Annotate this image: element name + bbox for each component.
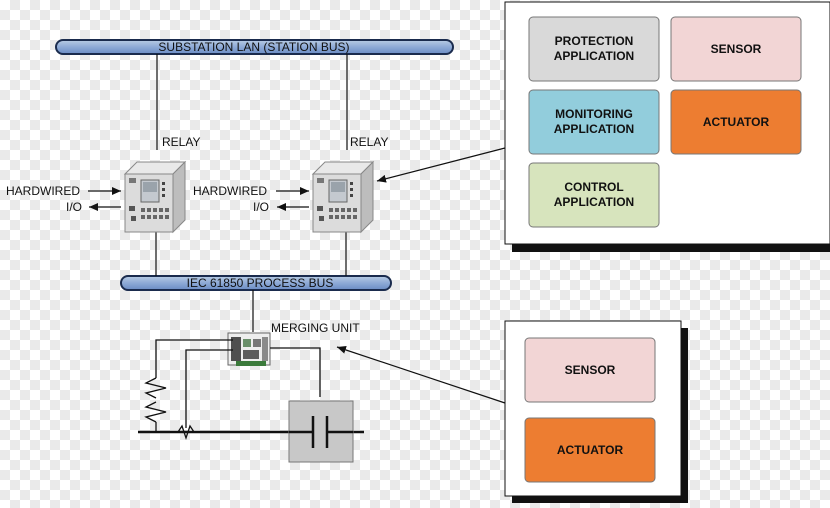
svg-text:SENSOR: SENSOR [565, 363, 616, 377]
relay-2-io-label: I/O [253, 200, 269, 214]
relay-1: RELAY HARDWIRED I/O [6, 135, 200, 233]
process-bus-label: IEC 61850 PROCESS BUS [187, 276, 334, 290]
merging-unit: MERGING UNIT [227, 321, 360, 366]
svg-text:ACTUATOR: ACTUATOR [703, 115, 770, 129]
relay-1-hardwired-label: HARDWIRED [6, 184, 80, 198]
actuator-box-upper: ACTUATOR [670, 89, 802, 155]
relay-1-device-icon [124, 161, 186, 233]
svg-text:ACTUATOR: ACTUATOR [557, 443, 624, 457]
ct-coil [177, 424, 195, 441]
svg-text:APPLICATION: APPLICATION [554, 195, 634, 209]
svg-text:PROTECTION: PROTECTION [555, 34, 634, 48]
svg-text:MONITORING: MONITORING [555, 107, 633, 121]
relay-1-label: RELAY [162, 135, 200, 149]
primary-line [138, 400, 364, 463]
station-bus: SUBSTATION LAN (STATION BUS) [55, 39, 454, 55]
bus-connectors [155, 54, 348, 332]
relay-2: RELAY HARDWIRED I/O [193, 135, 388, 233]
merging-unit-callout-arrow [336, 346, 506, 404]
merging-unit-functions-panel: SENSOR ACTUATOR [504, 320, 688, 503]
svg-text:APPLICATION: APPLICATION [554, 49, 634, 63]
merging-unit-label: MERGING UNIT [271, 321, 360, 335]
merging-unit-device-icon [227, 332, 271, 366]
relay-2-label: RELAY [350, 135, 388, 149]
ct-vt-wiring [144, 339, 321, 441]
monitoring-application-box: MONITORING APPLICATION [528, 89, 660, 155]
station-bus-label: SUBSTATION LAN (STATION BUS) [158, 40, 349, 54]
actuator-box-lower: ACTUATOR [524, 417, 656, 483]
protection-application-box: PROTECTION APPLICATION [528, 16, 660, 82]
relay-callout-arrow [376, 147, 506, 183]
relay-2-hardwired-label: HARDWIRED [193, 184, 267, 198]
control-application-box: CONTROL APPLICATION [528, 162, 660, 228]
process-bus: IEC 61850 PROCESS BUS [120, 275, 392, 291]
sensor-box-lower: SENSOR [524, 337, 656, 403]
relay-functions-panel: PROTECTION APPLICATION SENSOR MONITORING… [504, 1, 830, 252]
relay-2-device-icon [312, 161, 374, 233]
svg-text:CONTROL: CONTROL [564, 180, 623, 194]
svg-text:APPLICATION: APPLICATION [554, 122, 634, 136]
svg-text:SENSOR: SENSOR [711, 42, 762, 56]
vt-coil-upper [144, 377, 167, 399]
relay-1-io-label: I/O [66, 200, 82, 214]
sensor-box-upper: SENSOR [670, 16, 802, 82]
vt-coil-lower [144, 401, 167, 423]
